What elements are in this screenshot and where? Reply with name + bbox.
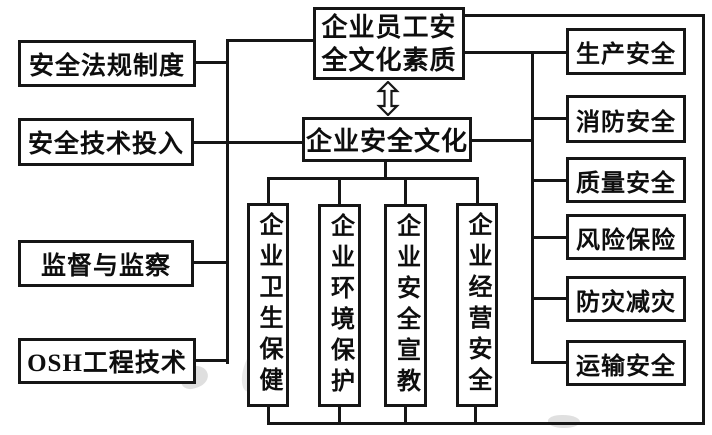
risk-insurance-label: 风险保险 [576,227,676,254]
connector-risk-insurance [531,236,569,239]
transport-safety-label: 运输安全 [576,353,676,380]
safety-tech-investment-label: 安全技术投入 [27,131,184,158]
bottom-distribution-line [267,177,479,180]
stub-operation-bottom [474,404,477,425]
connector-quality-safety [531,179,569,182]
right-trunk-line [531,51,534,364]
safety-regulations-box: 安全法规制度 [18,40,196,87]
osh-engineering-box: OSH工程技术 [18,338,196,384]
connector-fire-safety [531,117,569,120]
connector-top-box-to-production [462,51,569,54]
stub-environment-top [338,177,341,207]
operation-safety-box: 企业经营安全 [456,203,498,407]
connector-safety-regulations [196,61,229,64]
connector-center-to-right-trunk [472,139,534,142]
safety-education-label: 企业安全宣教 [392,212,419,399]
quality-safety-box: 质量安全 [566,157,686,203]
quality-safety-label: 质量安全 [576,170,676,197]
feedback-loop-right-line [702,14,705,425]
employee-safety-culture-quality-label-line2: 全文化素质 [321,45,457,75]
connector-transport-safety [531,361,569,364]
connector-left-trunk-to-top-box [226,39,316,42]
disaster-prevention-box: 防灾减灾 [566,276,686,322]
transport-safety-box: 运输安全 [566,340,686,386]
supervision-inspection-label: 监督与监察 [40,252,171,280]
employee-safety-culture-quality-box: 企业员工安 全文化素质 [313,7,465,80]
enterprise-safety-culture-label: 企业安全文化 [305,127,468,156]
environment-protection-label: 企业环境保护 [326,212,353,399]
safety-education-box: 企业安全宣教 [384,204,427,407]
health-care-box: 企业卫生保健 [247,203,289,407]
fire-safety-label: 消防安全 [576,109,676,136]
environment-protection-box: 企业环境保护 [318,204,361,407]
connector-osh [196,359,229,362]
health-care-label: 企业卫生保健 [255,212,281,398]
stub-education-bottom [404,404,407,425]
feedback-loop-top-line [462,14,705,17]
production-safety-box: 生产安全 [566,28,686,75]
connector-disaster-prevention [531,297,569,300]
stub-health-care-top [267,177,270,206]
risk-insurance-box: 风险保险 [566,214,686,260]
enterprise-safety-culture-box: 企业安全文化 [302,117,472,162]
production-safety-label: 生产安全 [576,42,676,68]
fire-safety-box: 消防安全 [566,95,686,143]
operation-safety-label: 企业经营安全 [464,212,490,398]
left-trunk-line [226,39,229,364]
double-arrow-icon [376,81,400,116]
safety-regulations-label: 安全法规制度 [28,52,185,80]
connector-supervision [192,261,229,264]
stub-education-top [404,177,407,207]
disaster-prevention-label: 防灾减灾 [576,289,676,316]
connector-tech-investment-to-center [192,141,305,144]
stub-environment-bottom [338,404,341,425]
center-box-bottom-stub [384,160,387,180]
supervision-inspection-box: 监督与监察 [18,240,194,287]
safety-tech-investment-box: 安全技术投入 [18,118,194,166]
osh-engineering-label: OSH工程技术 [27,350,187,377]
feedback-loop-bottom-line [267,422,705,425]
employee-safety-culture-quality-label-line1: 企业员工安 [321,12,457,42]
stub-health-care-bottom [267,404,270,425]
stub-operation-top [476,177,479,206]
